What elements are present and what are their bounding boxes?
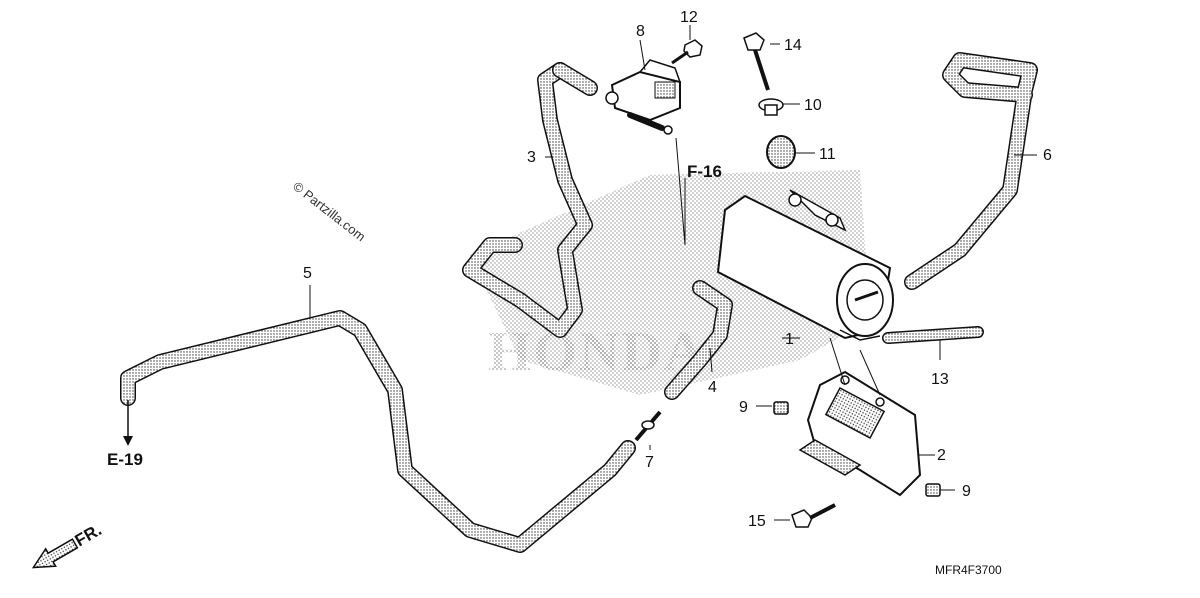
callout-1: 1 <box>785 331 794 348</box>
callout-5: 5 <box>303 265 312 282</box>
joint-7[interactable] <box>634 410 662 442</box>
ref-e19: E-19 <box>107 450 143 469</box>
brand-watermark: HONDA <box>488 321 706 383</box>
clip-9-upper[interactable] <box>773 401 789 415</box>
bracket-2[interactable] <box>798 370 922 497</box>
callout-9-upper: 9 <box>739 399 748 416</box>
partzilla-watermark: © Partzilla.com <box>290 179 368 245</box>
hose-6[interactable] <box>904 52 1038 290</box>
collar-10[interactable] <box>758 98 784 116</box>
callout-6: 6 <box>1043 147 1052 164</box>
hose-5[interactable] <box>120 310 636 553</box>
rubber-mount-11[interactable] <box>766 135 796 169</box>
callout-10: 10 <box>804 97 822 114</box>
hose-13[interactable] <box>882 326 984 344</box>
solenoid-valve[interactable] <box>605 59 681 135</box>
callout-3: 3 <box>527 149 536 166</box>
clip-9-lower[interactable] <box>925 483 941 497</box>
callout-11: 11 <box>819 146 836 163</box>
callout-13: 13 <box>931 371 949 388</box>
hose-3[interactable] <box>462 62 598 338</box>
callout-15: 15 <box>748 513 766 530</box>
diagram-code: MFR4F3700 <box>935 563 1002 577</box>
hose-4[interactable] <box>664 280 733 400</box>
callout-8: 8 <box>636 23 645 40</box>
callout-9-lower: 9 <box>962 483 971 500</box>
bolt-15[interactable] <box>791 503 836 528</box>
front-direction-arrow: FR. <box>31 520 105 569</box>
callout-2: 2 <box>937 447 946 464</box>
leader-lines <box>309 25 1037 521</box>
ref-f16: F-16 <box>687 162 722 181</box>
bolt-14[interactable] <box>743 32 770 91</box>
callout-12: 12 <box>680 9 698 26</box>
callout-4: 4 <box>708 379 717 396</box>
bolt-12[interactable] <box>671 39 703 65</box>
callout-14: 14 <box>784 37 802 54</box>
evap-canister[interactable] <box>716 189 894 341</box>
callout-7: 7 <box>645 454 654 471</box>
